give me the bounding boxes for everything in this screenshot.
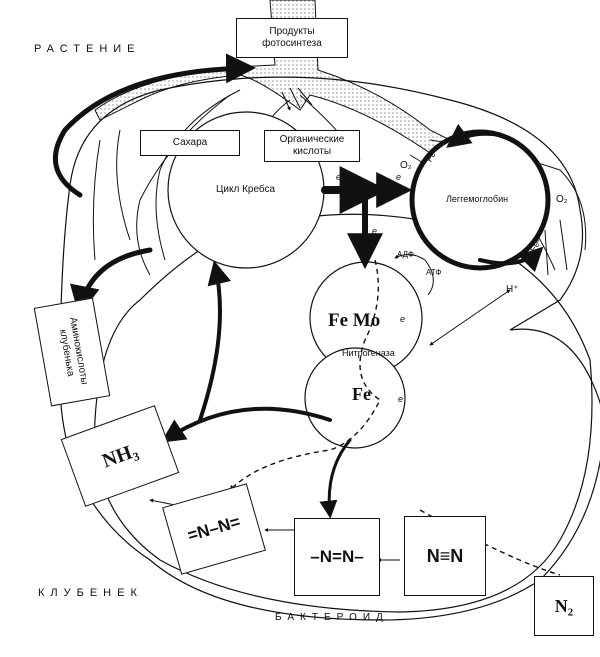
nodule-label: КЛУБЕНЕК <box>38 587 143 599</box>
h-plus-text: H⁺ <box>506 284 519 295</box>
electron-label-4: e <box>400 314 406 324</box>
amino-acids-text: Аминокислоты клубенька <box>57 316 90 386</box>
thin-arrows <box>149 87 511 562</box>
leghemoglobin-text: Леггемоглобин <box>446 194 509 204</box>
fe-protein-circle <box>304 347 406 449</box>
organic-acids-text: Органические кислоты <box>279 134 345 157</box>
nitrogenase-text: Нитрогеназа <box>342 348 395 358</box>
nodule-outline <box>59 76 600 621</box>
fe-text: Fe <box>352 384 371 404</box>
sucrose-box: Сахара <box>140 130 240 156</box>
sucrose-text: Сахара <box>172 137 208 148</box>
fe-mo-text: Fe Mo <box>328 310 381 331</box>
dinitrogen-bound-text: N≡N <box>426 545 464 566</box>
diazene-text: –N=N– <box>310 547 364 566</box>
nh3-text: NH₃ <box>99 439 141 473</box>
flow-arrows <box>52 53 544 519</box>
electron-label-5: e <box>398 394 404 404</box>
atp-text: АТФ <box>426 268 442 277</box>
electron-label-3: e <box>372 226 378 236</box>
o2-label-b: O₂ <box>556 194 568 205</box>
dinitrogen-bound-box: N≡N <box>404 516 486 596</box>
krebs-cycle-text: Цикл Кребса <box>216 184 276 195</box>
diazene-box: –N=N– <box>294 518 380 596</box>
photosynthesis-products-text: Продукты фотосинтеза <box>262 26 322 49</box>
n2-box: N₂ <box>534 576 594 636</box>
organic-acids-box: Органические кислоты <box>264 130 360 162</box>
n2-text: N₂ <box>554 595 574 616</box>
plant-label: РАСТЕНИЕ <box>34 43 141 55</box>
diimide-text: =N–N= <box>185 511 243 546</box>
photosynthesis-products-box: Продукты фотосинтеза <box>236 18 348 58</box>
o2-label-a: O₂ <box>400 160 412 171</box>
electron-label-2: e <box>396 172 402 182</box>
electron-label-1: e <box>336 172 342 182</box>
bacteroid-label: БАКТЕРОИД <box>275 612 389 623</box>
adp-text: АДФ <box>397 250 414 259</box>
